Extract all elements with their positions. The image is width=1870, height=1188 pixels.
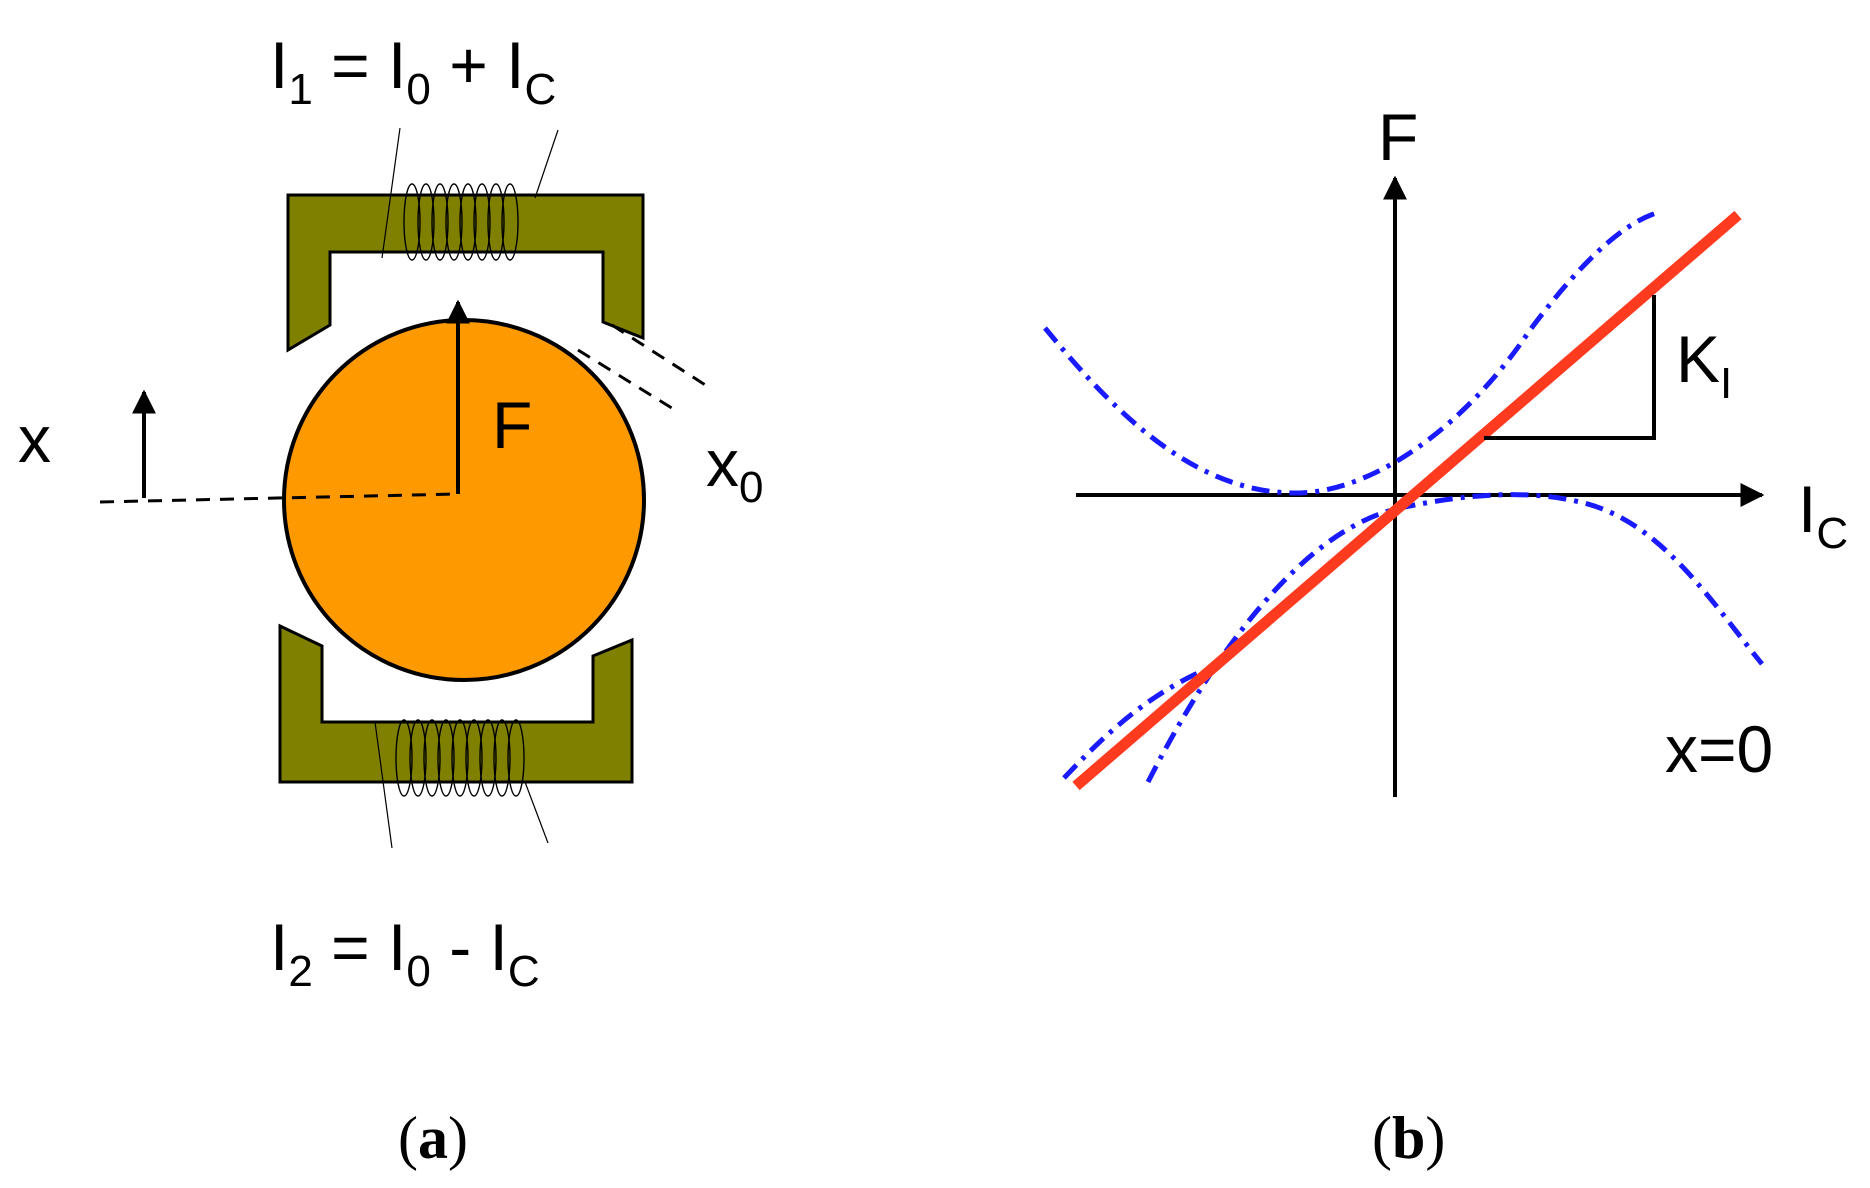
linearized-force-line (1072, 210, 1742, 791)
force-curve-lower-left (1062, 669, 1202, 780)
lower-coil (395, 719, 525, 797)
current-i1-formula: I1 = I0 + IC (270, 28, 556, 114)
force-label: F (492, 388, 532, 462)
f-axis-label: F (1378, 100, 1418, 174)
rotor (282, 318, 646, 682)
upper-coil-leader-left (381, 127, 401, 259)
air-gap-dashed-line (577, 348, 676, 412)
reference-dashed-line (99, 492, 459, 504)
displacement-label: x (18, 402, 51, 476)
upper-coil-leader-right (534, 129, 559, 199)
caption-a: (a) (398, 1105, 468, 1171)
ic-axis-label: IC (1798, 472, 1848, 558)
slope-triangle (1484, 295, 1656, 440)
ki-label: KI (1676, 322, 1732, 408)
air-gap-dashed-line-2 (611, 323, 711, 390)
lower-coil-leader-right (524, 781, 549, 844)
caption-b: (b) (1372, 1105, 1445, 1171)
panel-a: I1 = I0 + IC (18, 28, 763, 1171)
x-equals-zero-label: x=0 (1665, 712, 1773, 786)
force-curve-lower (1145, 492, 1764, 784)
air-gap-label: x0 (706, 426, 763, 512)
lower-coil-leader-left (374, 721, 393, 849)
upper-electromagnet-core (286, 193, 645, 353)
current-i2-formula: I2 = I0 - IC (270, 910, 540, 996)
upper-coil (403, 183, 519, 261)
force-curve-upper (1043, 209, 1661, 496)
panel-b: F IC KI x=0 (b) (1043, 100, 1848, 1171)
